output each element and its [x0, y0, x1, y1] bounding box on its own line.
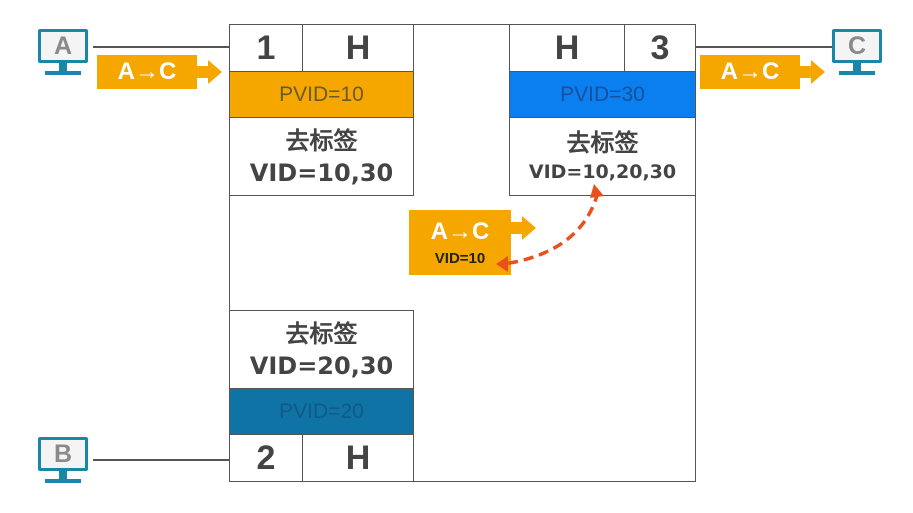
port-3-header: H 3: [509, 24, 696, 72]
host-c-label: C: [847, 31, 867, 60]
wire-b-to-port2: [93, 459, 230, 461]
monitor-base: [839, 71, 875, 75]
wire-a-to-port1: [93, 46, 230, 48]
frame-right-label: A→C: [720, 58, 780, 85]
frame-middle: A→C VID=10: [409, 210, 511, 275]
wire-port3-to-c: [695, 46, 832, 48]
host-a: A: [38, 29, 90, 81]
arrow-right-icon: [196, 60, 222, 84]
switch-body: [229, 24, 696, 482]
monitor-icon: B: [38, 437, 88, 471]
monitor-stand: [59, 63, 67, 71]
host-c: C: [832, 29, 884, 81]
port-3-number: 3: [650, 28, 670, 67]
monitor-base: [45, 479, 81, 483]
monitor-base: [45, 71, 81, 75]
frame-middle-vid: VID=10: [434, 249, 486, 267]
frame-left-label: A→C: [117, 58, 177, 85]
arrow-right-icon: [799, 60, 825, 84]
port-1-header: 1 H: [229, 24, 414, 72]
monitor-icon: C: [832, 29, 882, 63]
port-1-tag-rules: 去标签 VID=10,30: [229, 117, 414, 196]
port-1-number: 1: [230, 25, 303, 71]
port-2-pvid: PVID=20: [229, 388, 414, 435]
monitor-icon: A: [38, 29, 88, 63]
monitor-stand: [853, 63, 861, 71]
port-2-header: 2 H: [229, 434, 414, 482]
monitor-stand: [59, 471, 67, 479]
host-a-label: A: [53, 31, 73, 60]
port-3-pvid: PVID=30: [509, 71, 696, 118]
port-2-mode: H: [345, 438, 371, 477]
frame-left: A→C: [97, 55, 197, 89]
port-3-mode: H: [510, 25, 625, 71]
port-1-vid: VID=10,30: [249, 158, 394, 187]
port-3-vid: VID=10,20,30: [528, 160, 677, 183]
port-1-mode: H: [345, 28, 371, 67]
host-b: B: [38, 437, 90, 489]
port-2-number: 2: [230, 435, 303, 481]
frame-middle-label: A→C: [430, 217, 490, 245]
dashed-curved-arrow-icon: [496, 184, 604, 272]
port-2-vid: VID=20,30: [249, 351, 394, 380]
port-2-tag-rules: 去标签 VID=20,30: [229, 310, 414, 389]
host-b-label: B: [53, 439, 73, 468]
port-1-action: 去标签: [285, 126, 358, 155]
arrow-right-icon: [510, 216, 536, 240]
port-2-action: 去标签: [285, 319, 358, 348]
frame-right: A→C: [700, 55, 800, 89]
port-1-pvid: PVID=10: [229, 71, 414, 118]
port-3-action: 去标签: [566, 128, 639, 157]
